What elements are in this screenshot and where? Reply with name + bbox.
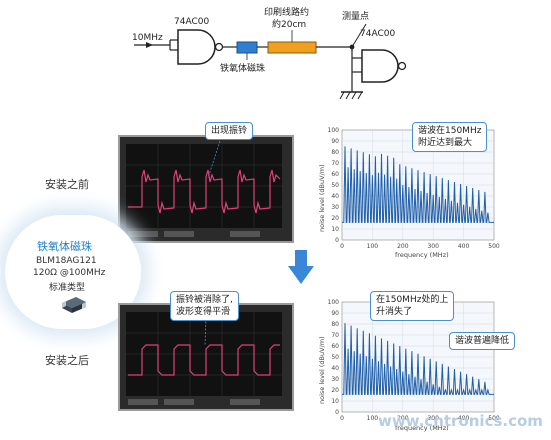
spectrum-after-y-tick: 80 xyxy=(331,321,339,328)
spectrum-before-x-tick: 0 xyxy=(340,243,344,250)
spectrum-after-y-tick: 30 xyxy=(331,376,339,383)
input-frequency-label: 10MHz xyxy=(132,33,163,43)
callout-ringing-removed: 振铃被消除了, 波形变得平滑 xyxy=(170,291,239,321)
spectrum-before-y-tick: 0 xyxy=(335,237,339,244)
nand-gate-2 xyxy=(361,49,399,83)
spectrum-after-y-tick: 50 xyxy=(331,354,339,361)
ferrite-bead-card: 铁氧体磁珠 BLM18AG121 120Ω @100MHz 标准类型 xyxy=(5,215,141,329)
spectrum-after-y-tick: 40 xyxy=(331,365,339,372)
spectrum-before-y-tick: 80 xyxy=(331,149,339,156)
spectrum-after-spectrum-line xyxy=(342,323,494,395)
scope-waveform-before xyxy=(126,144,282,237)
ferrite-label: 铁氧体磁珠 xyxy=(220,64,266,74)
spectrum-after-x-tick: 300 xyxy=(427,415,439,422)
circuit-diagram xyxy=(134,23,407,100)
spectrum-before-x-tick: 100 xyxy=(367,243,379,250)
spectrum-before-y-tick: 10 xyxy=(331,226,339,233)
spectrum-after-y-tick: 0 xyxy=(335,409,339,416)
watermark: www.cntronics.com xyxy=(378,412,543,430)
trace-label-line1: 印刷线路约 xyxy=(264,8,310,18)
spectrum-before-x-tick: 500 xyxy=(488,243,500,250)
spectrum-before-xlabel: frequency (MHz) xyxy=(395,251,449,259)
callout-150mhz-rise-gone: 在150MHz处的上 升消失了 xyxy=(370,291,455,321)
after-stage-label: 安装之后 xyxy=(45,354,89,367)
spectrum-before-x-tick: 300 xyxy=(427,243,439,250)
ferrite-card-title: 铁氧体磁珠 xyxy=(37,240,92,253)
spectrum-after-y-tick: 10 xyxy=(331,398,339,405)
ferrite-impedance-spec: 120Ω @100MHz xyxy=(33,268,106,278)
spectrum-before-y-tick: 70 xyxy=(331,160,339,167)
spectrum-after-x-tick: 400 xyxy=(458,415,470,422)
callout-harmonic-peak: 谐波在150MHz 附近达到最大 xyxy=(412,122,488,152)
spectrum-before-y-tick: 40 xyxy=(331,193,339,200)
spectrum-before-y-tick: 100 xyxy=(328,127,340,134)
spectrum-before-y-tick: 30 xyxy=(331,204,339,211)
spectrum-before-y-tick: 20 xyxy=(331,215,339,222)
spectrum-after-y-tick: 60 xyxy=(331,343,339,350)
spectrum-after-x-tick: 500 xyxy=(488,415,500,422)
spectrum-after-x-tick: 100 xyxy=(367,415,379,422)
callout-harmonics-reduced: 谐波普遍降低 xyxy=(449,332,516,350)
oscilloscope-before xyxy=(118,135,294,243)
spectrum-after-x-tick: 0 xyxy=(340,415,344,422)
spectrum-after-y-tick: 100 xyxy=(328,299,340,306)
oscilloscope-after xyxy=(118,303,294,411)
spectrum-before-y-tick: 90 xyxy=(331,138,339,145)
trace-label-line2: 約20cm xyxy=(272,20,307,30)
spectrum-after-ylabel: noise level (dBuV/m) xyxy=(318,336,326,404)
spectrum-before-x-tick: 200 xyxy=(397,243,409,250)
ferrite-part-number: BLM18AG121 xyxy=(36,256,97,266)
spectrum-after-xlabel: frequency (MHz) xyxy=(395,424,449,432)
spectrum-before-x-tick: 400 xyxy=(458,243,470,250)
nand-gate-1 xyxy=(177,29,216,65)
down-arrow-icon xyxy=(288,250,314,284)
spectrum-before-y-tick: 50 xyxy=(331,182,339,189)
ferrite-bead-chip-icon xyxy=(62,297,86,313)
measure-point-label: 测量点 xyxy=(342,12,370,22)
spectrum-after-y-tick: 70 xyxy=(331,332,339,339)
spectrum-before-y-tick: 60 xyxy=(331,171,339,178)
spectrum-before-spectrum-line xyxy=(342,146,494,223)
gate2-label: 74AC00 xyxy=(360,29,396,39)
scope-waveform-after xyxy=(126,312,282,405)
callout-ringing: 出现振铃 xyxy=(205,122,254,140)
spectrum-after-x-tick: 200 xyxy=(397,415,409,422)
spectrum-after-y-tick: 20 xyxy=(331,387,339,394)
spectrum-after-y-tick: 90 xyxy=(331,310,339,317)
gate1-label: 74AC00 xyxy=(174,17,210,27)
ferrite-type: 标准类型 xyxy=(49,283,86,293)
before-stage-label: 安装之前 xyxy=(45,178,89,191)
